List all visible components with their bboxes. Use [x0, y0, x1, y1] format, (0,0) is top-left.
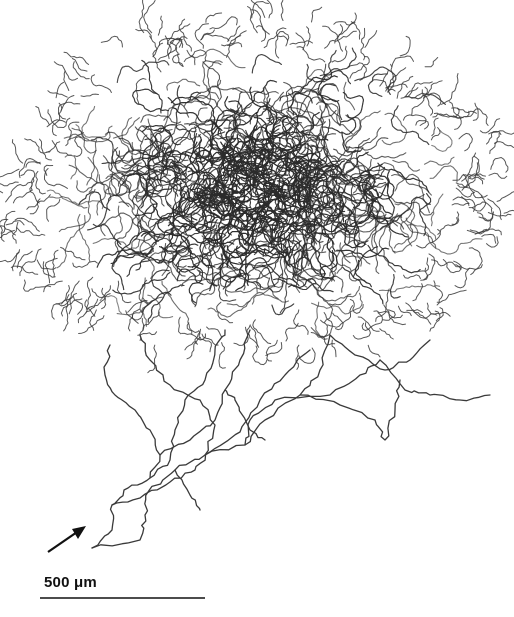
trunk-branches — [91, 329, 491, 549]
scale-bar-label: 500 μm — [44, 574, 97, 591]
dense-arbor — [0, 0, 514, 374]
arrow-icon — [47, 526, 86, 553]
